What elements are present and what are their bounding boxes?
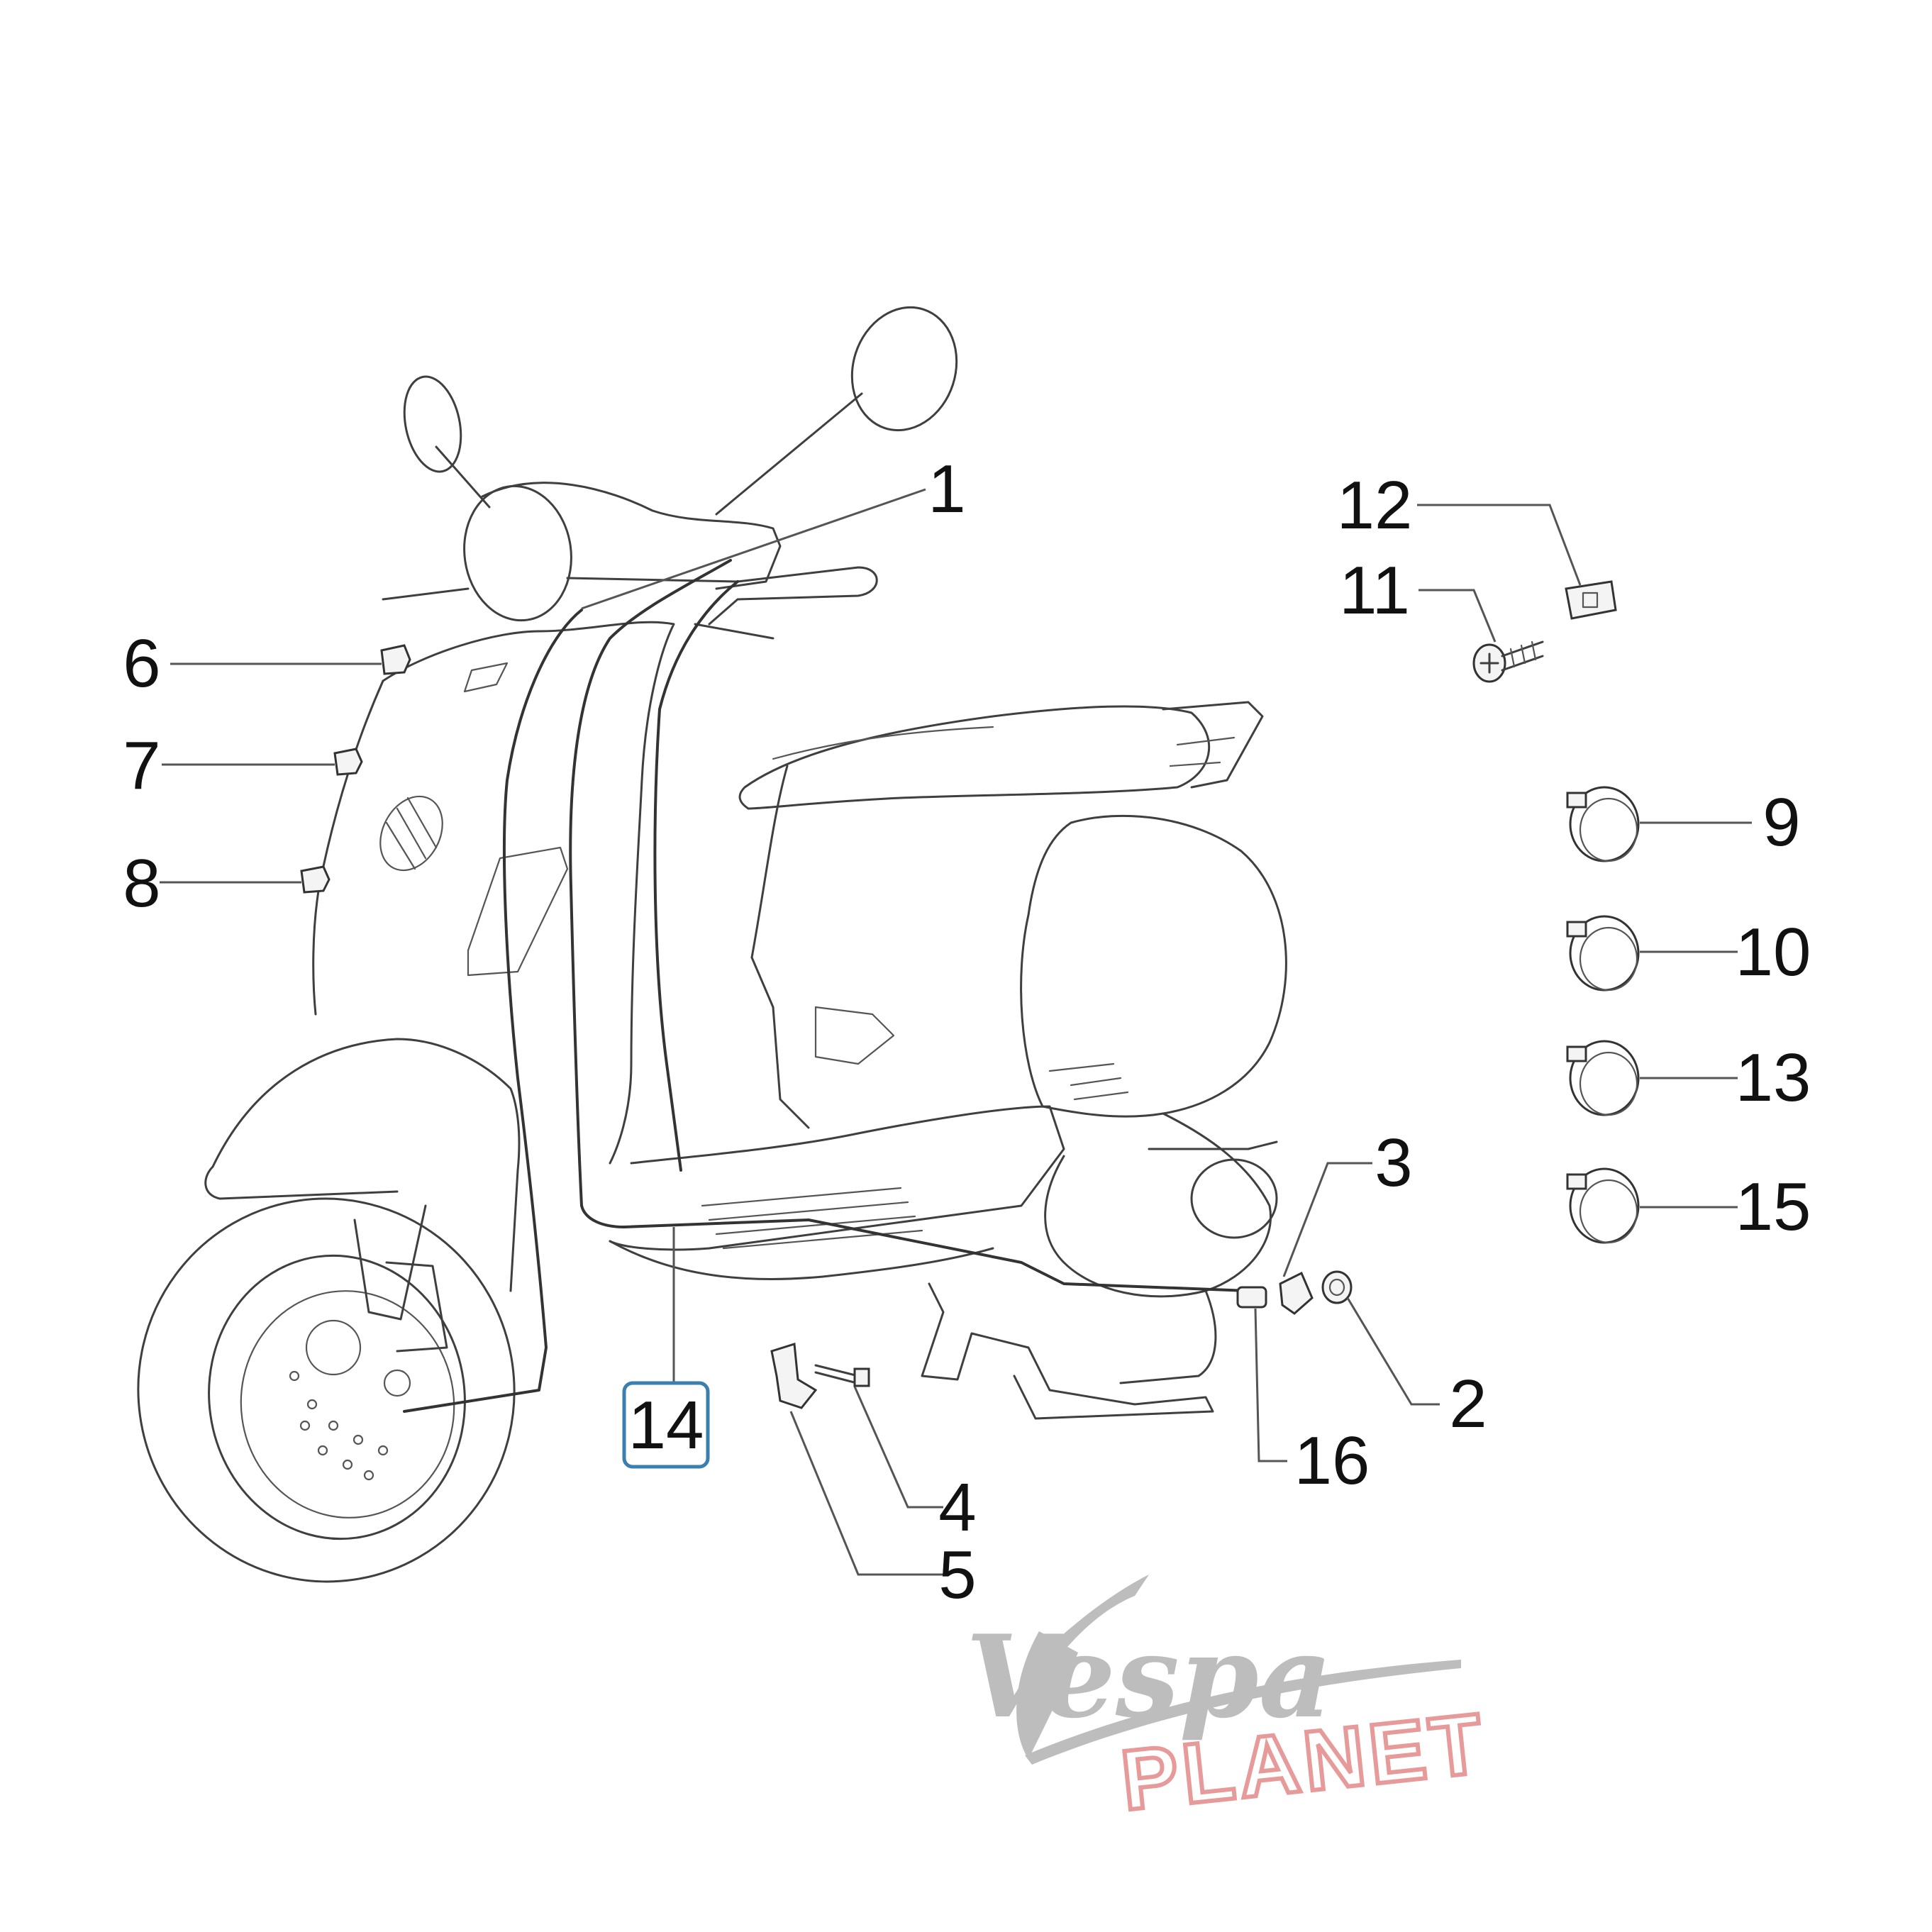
clamp-part-13 bbox=[1566, 1040, 1640, 1116]
callout-3: 3 bbox=[1375, 1125, 1412, 1201]
clamp-part-10 bbox=[1566, 915, 1640, 992]
callout-12: 12 bbox=[1337, 467, 1413, 543]
callout-4: 4 bbox=[938, 1470, 976, 1545]
callout-14-highlighted[interactable]: 14 bbox=[622, 1381, 710, 1469]
callout-5: 5 bbox=[938, 1537, 976, 1613]
highlight-box bbox=[622, 1381, 710, 1469]
clamp-part-9 bbox=[1566, 786, 1640, 862]
callout-8: 8 bbox=[123, 845, 160, 921]
callout-15: 15 bbox=[1736, 1169, 1811, 1245]
callout-13: 13 bbox=[1736, 1040, 1811, 1116]
grommet-part-2 bbox=[1321, 1270, 1353, 1304]
cable-end-part-16 bbox=[1236, 1286, 1267, 1309]
clip-part-7 bbox=[333, 748, 363, 776]
bracket-part-5 bbox=[770, 1343, 818, 1409]
clamp-part-15 bbox=[1566, 1167, 1640, 1244]
callout-7: 7 bbox=[123, 728, 160, 804]
screw-part-11 bbox=[1472, 640, 1544, 683]
scooter-illustration bbox=[137, 306, 1287, 1583]
callout-11: 11 bbox=[1339, 553, 1410, 628]
callout-16: 16 bbox=[1294, 1423, 1370, 1499]
callout-2: 2 bbox=[1449, 1366, 1487, 1442]
clip-part-6 bbox=[380, 644, 411, 675]
fitting-part-3 bbox=[1279, 1271, 1314, 1315]
clip-nut-part-12 bbox=[1565, 580, 1617, 620]
bolt-part-4 bbox=[814, 1364, 870, 1387]
callout-10: 10 bbox=[1736, 914, 1811, 990]
clip-part-8 bbox=[300, 865, 331, 894]
callout-14: 14 bbox=[628, 1387, 704, 1463]
callout-6: 6 bbox=[123, 626, 160, 701]
leader-lines bbox=[160, 488, 1752, 1576]
callout-labels: 1 2 3 4 5 6 7 8 9 10 11 12 13 15 16 bbox=[123, 451, 1811, 1613]
vespa-planet-logo: Vespa PLANET bbox=[966, 1575, 1493, 1831]
callout-1: 1 bbox=[928, 451, 965, 527]
callout-9: 9 bbox=[1762, 784, 1800, 860]
